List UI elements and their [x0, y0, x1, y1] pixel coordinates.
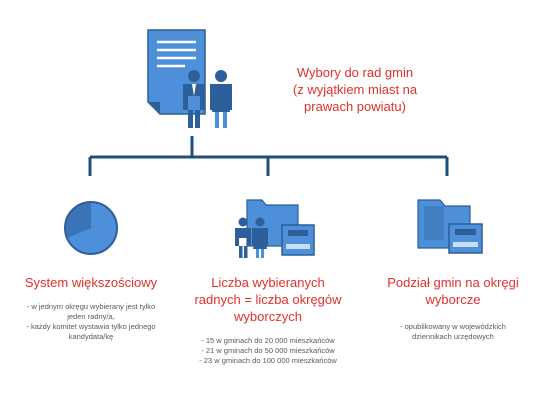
column-title: System większościowy — [14, 274, 168, 291]
main-title: Wybory do rad gmin (z wyjątkiem miast na… — [280, 64, 430, 115]
main-title-line: prawach powiatu) — [304, 99, 406, 114]
column-title-line: Podział gmin na okręgi — [387, 275, 519, 290]
note-line: kandydata/kę — [68, 332, 114, 341]
column-councillors-count: Liczba wybieranych radnych = liczba okrę… — [184, 274, 352, 366]
folder-ballot-icon — [417, 199, 483, 254]
document-people-icon — [147, 29, 232, 128]
column-title-line: radnych = liczba okręgów — [194, 292, 342, 307]
note-line: - w jednym okręgu wybierany jest tylko — [26, 302, 156, 311]
column-title-line: wyborcze — [425, 292, 481, 307]
people-folder-ballot-icon — [235, 199, 315, 258]
note-line: - opublikowany w wojewódzkich — [400, 322, 506, 331]
column-notes: - w jednym okręgu wybierany jest tylko j… — [14, 302, 168, 342]
connector-lines — [88, 136, 449, 176]
column-district-division: Podział gmin na okręgi wyborcze - opubli… — [372, 274, 534, 342]
note-line: - 21 w gminach do 50 000 mieszkańców — [201, 346, 335, 355]
note-line: dziennikach urzędowych — [412, 332, 494, 341]
column-title-line: wyborczych — [234, 309, 302, 324]
column-notes: - opublikowany w wojewódzkich dziennikac… — [372, 322, 534, 342]
note-line: - 15 w gminach do 20 000 mieszkańców — [201, 336, 335, 345]
note-line: jeden radny/a, — [67, 312, 115, 321]
column-title-line: System większościowy — [24, 275, 158, 290]
main-title-line: Wybory do rad gmin — [296, 65, 414, 80]
column-majority-system: System większościowy - w jednym okręgu w… — [14, 274, 168, 342]
column-title-line: Liczba wybieranych — [211, 275, 325, 290]
column-title: Podział gmin na okręgi wyborcze — [372, 274, 534, 308]
pie-chart-icon — [64, 201, 118, 255]
column-title: Liczba wybieranych radnych = liczba okrę… — [184, 274, 352, 325]
column-notes: - 15 w gminach do 20 000 mieszkańców - 2… — [184, 336, 352, 366]
main-title-line: (z wyjątkiem miast na — [292, 82, 418, 97]
note-line: - każdy komitet wystawia tylko jednego — [26, 322, 156, 331]
note-line: - 23 w gminach do 100 000 mieszkańców — [199, 356, 337, 365]
